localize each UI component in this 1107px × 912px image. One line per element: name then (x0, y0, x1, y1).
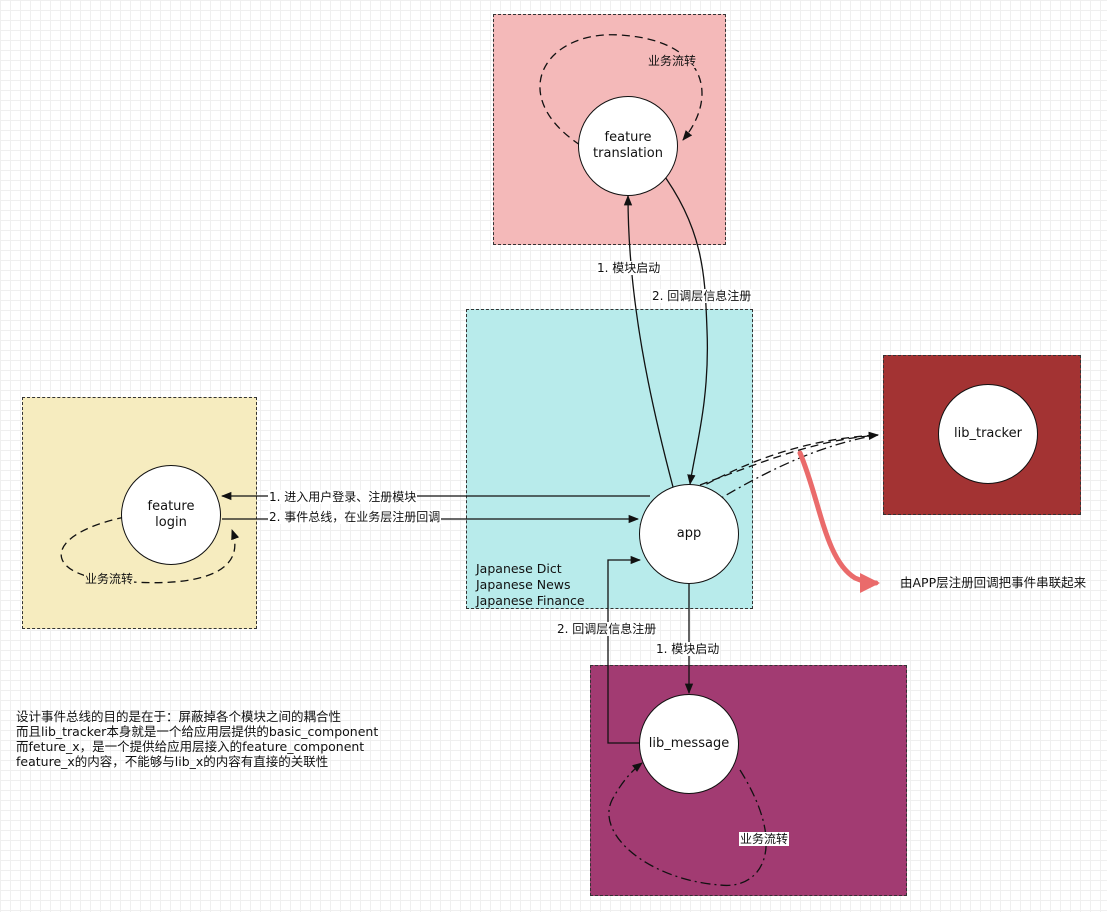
app-to-tracker-connector (699, 431, 880, 486)
feature-translation-node: feature translation (578, 96, 678, 196)
design-note-line: 而且lib_tracker本身就是一个给应用层提供的basic_componen… (16, 724, 379, 739)
lib-tracker-node: lib_tracker (938, 384, 1038, 484)
message-module-box (590, 665, 907, 896)
design-note: 设计事件总线的目的是在于：屏蔽掉各个模块之间的耦合性 而且lib_tracker… (16, 709, 378, 769)
app-product-item: Japanese Dict (476, 561, 562, 576)
app-node: app (639, 484, 739, 584)
tracker-note-label: 由APP层注册回调把事件串联起来 (900, 575, 1087, 590)
translation-loop-connector (539, 34, 703, 146)
translation-loop-label: 业务流转 (647, 54, 698, 68)
app-to-tracker-connector (639, 434, 879, 526)
login-loop-label: 业务流转 (84, 572, 135, 586)
message-to-app-label: 2. 回调层信息注册 (556, 622, 658, 636)
app-product-item: Japanese Finance (476, 593, 585, 608)
app-to-translation-connector (623, 194, 674, 488)
app-product-list: Japanese Dict Japanese News Japanese Fin… (476, 561, 585, 609)
message-to-app-connector (607, 555, 642, 744)
app-to-translation-label: 1. 模块启动 (596, 261, 662, 275)
design-note-line: 设计事件总线的目的是在于：屏蔽掉各个模块之间的耦合性 (16, 709, 342, 724)
design-note-line: 而feture_x，是一个提供给应用层接入的feature_component (16, 739, 365, 754)
login-to-app-label: 2. 事件总线，在业务层注册回调 (268, 510, 442, 524)
feature-login-node: feature login (121, 465, 221, 565)
app-to-message-label: 1. 模块启动 (655, 642, 721, 656)
translation-to-app-connector (659, 169, 709, 486)
message-loop-connector (608, 762, 767, 887)
app-to-tracker-connector (641, 434, 879, 549)
lib-message-node: lib_message (639, 694, 739, 794)
app-to-login-label: 1. 进入用户登录、注册模块 (268, 490, 418, 504)
message-loop-label: 业务流转 (739, 832, 790, 846)
tracker-highlight-arrow (797, 450, 880, 593)
app-product-item: Japanese News (476, 577, 571, 592)
design-note-line: feature_x的内容，不能够与lib_x的内容有直接的关联性 (16, 754, 329, 769)
translation-to-app-label: 2. 回调层信息注册 (651, 289, 753, 303)
